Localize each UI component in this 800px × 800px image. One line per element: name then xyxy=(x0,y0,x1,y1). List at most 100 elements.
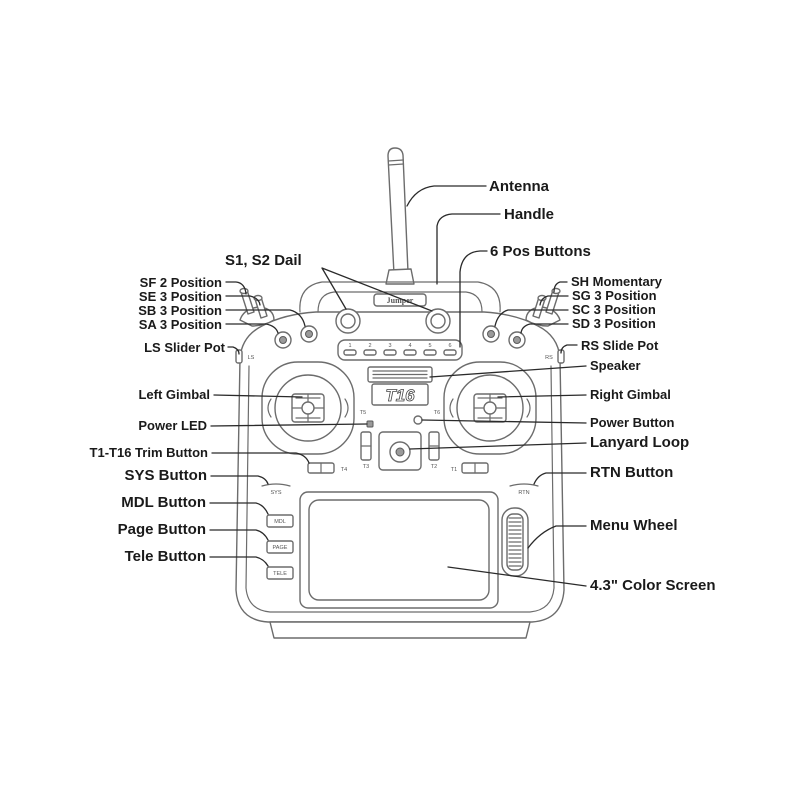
page-button-label: Page Button xyxy=(118,521,206,538)
t2-label: T2 xyxy=(431,464,437,470)
right-gimbal-label: Right Gimbal xyxy=(590,387,671,402)
power-led xyxy=(366,420,374,428)
menu-wheel-leader xyxy=(527,525,587,549)
right-gimbal xyxy=(443,361,537,455)
pos-number-6: 6 xyxy=(448,343,451,349)
menu-wheel-grooves xyxy=(508,517,522,567)
six-pos-buttons-label: 6 Pos Buttons xyxy=(490,243,591,260)
lanyard-loop-leader xyxy=(409,442,587,450)
sb-switch-toggle xyxy=(305,330,313,338)
right-gimbal-leader xyxy=(497,394,587,398)
rs-label: RS xyxy=(545,355,553,361)
body-base xyxy=(269,621,531,639)
power-button-leader xyxy=(421,419,587,424)
ls-slider-pot xyxy=(235,349,243,364)
trim-button-label: T1-T16 Trim Button xyxy=(90,445,209,460)
sh-leader xyxy=(553,281,568,293)
lanyard-loop-hole xyxy=(395,447,405,457)
tele-button xyxy=(266,566,294,580)
sf-switch-cap xyxy=(239,287,249,295)
rtn-label: RTN xyxy=(518,490,529,496)
page-button xyxy=(266,540,294,554)
ls-label: LS xyxy=(248,355,255,361)
sa-switch-toggle xyxy=(279,336,287,344)
handle-inner-bar xyxy=(317,291,483,313)
sg-leader xyxy=(539,295,569,306)
t4-label: T4 xyxy=(341,467,347,473)
t5-label: T5 xyxy=(360,410,366,416)
antenna xyxy=(385,147,415,285)
sa-leader xyxy=(225,323,279,334)
sys-button-leader xyxy=(210,475,269,485)
color-screen-label: 4.3" Color Screen xyxy=(590,577,716,594)
ls-slider-leader xyxy=(227,346,240,355)
s2-dial-knob xyxy=(430,313,446,329)
s1-dial xyxy=(335,308,361,334)
antenna-rod xyxy=(387,147,409,275)
power-button xyxy=(413,415,423,425)
sf-label: SF 2 Position xyxy=(140,275,222,290)
right-gimbal-stick xyxy=(483,401,497,415)
tele-button-leader xyxy=(209,556,269,567)
pos-number-1: 1 xyxy=(348,343,351,349)
rtn-button xyxy=(509,483,539,487)
se-leader xyxy=(225,295,261,306)
leader-lines xyxy=(209,185,587,587)
lanyard-loop-label: Lanyard Loop xyxy=(590,434,689,451)
rs-slider-label: RS Slide Pot xyxy=(581,338,659,353)
t1-label: T1 xyxy=(451,467,457,473)
six-pos-button-panel: 1 2 3 4 5 6 xyxy=(337,339,463,361)
sc-leader xyxy=(494,309,569,327)
body-inner-edge xyxy=(245,365,555,613)
left-gimbal-leader xyxy=(213,394,303,398)
s1-s2-dial-leader xyxy=(321,267,433,312)
sg-label: SG 3 Position xyxy=(572,288,657,303)
pos-button-5 xyxy=(423,349,437,356)
s1-s2-dial-label: S1, S2 Dail xyxy=(225,252,302,269)
power-button-label: Power Button xyxy=(590,415,675,430)
menu-wheel-label: Menu Wheel xyxy=(590,517,678,534)
antenna-base xyxy=(385,268,415,285)
antenna-label: Antenna xyxy=(489,178,550,195)
sc-label: SC 3 Position xyxy=(572,302,656,317)
six-pos-leader xyxy=(459,250,488,348)
menu-wheel xyxy=(501,507,529,577)
ls-slider-label: LS Slider Pot xyxy=(144,340,226,355)
brand-logo: Jumper xyxy=(387,296,414,305)
left-gimbal xyxy=(261,361,355,455)
antenna-band xyxy=(387,159,405,166)
sb-label: SB 3 Position xyxy=(138,303,222,318)
sc-switch-toggle xyxy=(487,330,495,338)
sb-leader xyxy=(225,309,306,327)
sd-switch-toggle xyxy=(513,336,521,344)
power-led-label: Power LED xyxy=(138,418,207,433)
power-led-leader xyxy=(210,423,368,427)
sys-label: SYS xyxy=(270,490,281,496)
pos-button-1 xyxy=(343,349,357,356)
s2-dial xyxy=(425,308,451,334)
pos-number-2: 2 xyxy=(368,343,371,349)
pos-number-4: 4 xyxy=(408,343,411,349)
left-switch-cluster xyxy=(239,287,318,349)
page-label: PAGE xyxy=(273,545,288,551)
se-label: SE 3 Position xyxy=(139,289,222,304)
color-screen-leader xyxy=(447,566,587,587)
page-button-leader xyxy=(209,529,269,541)
sf-leader xyxy=(225,281,247,295)
trim-button-leader xyxy=(211,452,310,464)
left-gimbal-stick xyxy=(301,401,315,415)
sh-label: SH Momentary xyxy=(571,274,663,289)
model-logo: T16 xyxy=(385,386,415,405)
six-pos-panel-frame xyxy=(337,339,463,361)
sd-label: SD 3 Position xyxy=(572,316,656,331)
rtn-button-leader xyxy=(533,472,587,485)
t6-label: T6 xyxy=(434,410,440,416)
sys-button-label: SYS Button xyxy=(125,467,208,484)
speaker-label: Speaker xyxy=(590,358,641,373)
speaker-leader xyxy=(429,365,587,378)
handle: Jumper xyxy=(299,281,501,313)
sh-switch-cap xyxy=(551,287,561,295)
sd-leader xyxy=(520,323,569,334)
handle-outer-bar xyxy=(299,281,501,313)
